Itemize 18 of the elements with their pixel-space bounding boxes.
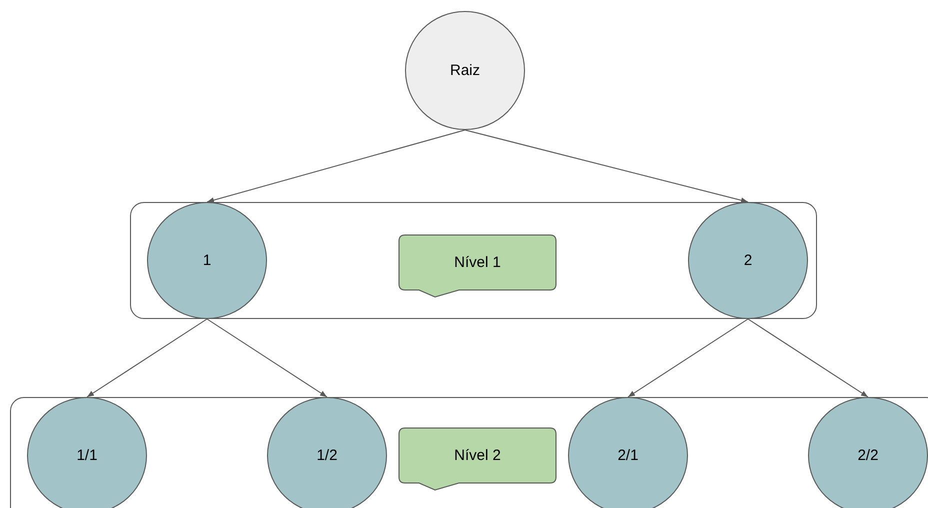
node-label: 1/1 — [76, 447, 98, 464]
node-label: 2/2 — [858, 447, 878, 464]
group-frame — [10, 397, 928, 508]
node-label: Nível 2 — [454, 447, 501, 464]
node-label: Raiz — [450, 62, 480, 79]
arrow — [206, 130, 466, 203]
arrow — [748, 318, 868, 398]
arrow — [86, 318, 208, 398]
node-label: 2 — [744, 252, 752, 269]
group-frame — [130, 202, 817, 319]
node-label: 1 — [202, 252, 212, 269]
arrow — [464, 130, 748, 203]
node-label: 2/1 — [618, 447, 638, 464]
circle-node — [808, 397, 928, 508]
node-label: Nível 1 — [454, 254, 501, 271]
node-label: 1/2 — [316, 447, 338, 464]
arrow — [206, 318, 328, 398]
arrow — [628, 318, 748, 398]
